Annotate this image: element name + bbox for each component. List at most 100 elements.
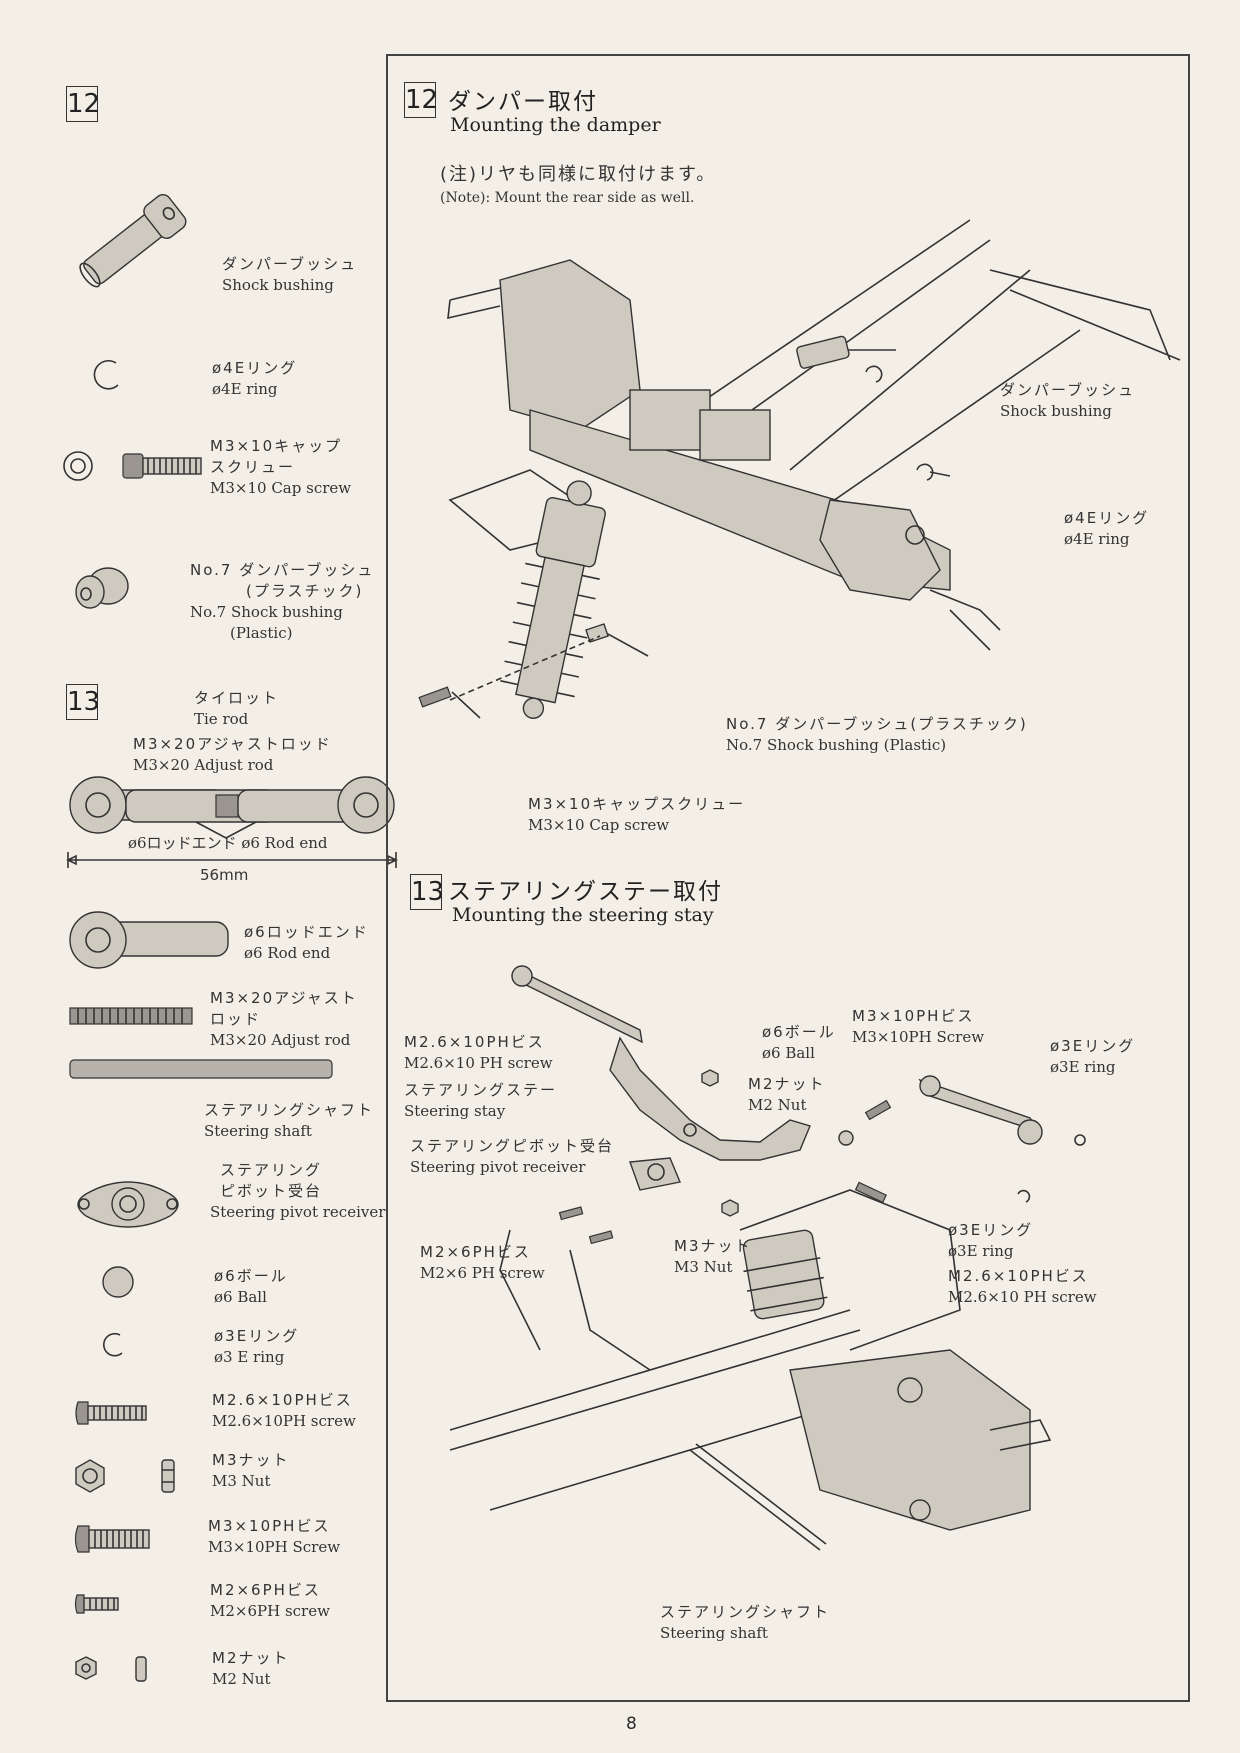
part-jp: M3×10PHビス — [208, 1517, 331, 1535]
part-jp: ø3Eリング — [214, 1327, 300, 1345]
shock-bushing-icon — [79, 194, 187, 288]
page-number: 8 — [626, 1714, 637, 1734]
callout-jp: M3×10PHビス — [852, 1007, 975, 1025]
part-en: ø3 E ring — [214, 1348, 285, 1366]
callout-jp: ø3Eリング — [948, 1221, 1034, 1239]
nut-icon — [75, 1459, 175, 1493]
part-jp: M3×20アジャスト — [210, 989, 358, 1007]
steering-shaft-icon — [69, 1059, 333, 1079]
part-ph-screw-small-label: M2×6PHビス M2×6PH screw — [210, 1580, 330, 1622]
callout-m26-screw-2: M2.6×10PHビス M2.6×10 PH screw — [948, 1266, 1097, 1308]
damper-assembly-diagram — [418, 219, 1181, 719]
part-jp: ø4Eリング — [212, 359, 298, 377]
callout-jp: ダンパーブッシュ — [1000, 381, 1136, 399]
part-jp: M2ナット — [212, 1649, 290, 1667]
callout-en: Steering shaft — [660, 1624, 768, 1642]
part-en-2: (Plastic) — [230, 624, 293, 642]
callout-en: No.7 Shock bushing (Plastic) — [726, 736, 947, 754]
part-ph-screw-label: M2.6×10PHビス M2.6×10PH screw — [212, 1390, 356, 1432]
callout-en: Steering stay — [404, 1102, 506, 1120]
part-jp-2: (プラスチック) — [246, 582, 364, 600]
step-13-number: 13 — [66, 684, 100, 720]
callout-jp: ステアリングピボット受台 — [410, 1137, 615, 1155]
part-jp-2: スクリュー — [210, 458, 296, 476]
step12-note-en: (Note): Mount the rear side as well. — [440, 190, 695, 206]
callout-jp: M2.6×10PHビス — [404, 1033, 545, 1051]
rod-end-dimension-label: ø6ロッドエンド ø6 Rod end — [128, 834, 328, 852]
part-en: M3 Nut — [212, 1472, 271, 1490]
assembly-frame — [386, 54, 1190, 1702]
pivot-receiver-icon — [77, 1181, 179, 1228]
tie-rod-label: タイロット Tie rod — [194, 688, 279, 730]
part-en: No.7 Shock bushing — [190, 603, 343, 621]
adjust-rod-en: M3×20 Adjust rod — [133, 756, 274, 774]
part-en: M3×10 Cap screw — [210, 479, 352, 497]
step13-title-jp: ステアリングステー取付 — [448, 879, 723, 905]
adjust-rod-label: M3×20アジャストロッド M3×20 Adjust rod — [133, 734, 332, 776]
rod-end-icon — [69, 911, 229, 969]
callout-en: M2.6×10 PH screw — [948, 1288, 1097, 1306]
callout-cap-screw: M3×10キャップスクリュー M3×10 Cap screw — [528, 794, 745, 836]
part-jp: M3×10キャップ — [210, 437, 343, 455]
callout-jp: ø4Eリング — [1064, 509, 1150, 527]
callout-steering-stay: ステアリングステー Steering stay — [404, 1080, 557, 1122]
callout-en: M3×10 Cap screw — [528, 816, 670, 834]
part-jp: ø6ロッドエンド — [244, 923, 369, 941]
callout-m2-nut: M2ナット M2 Nut — [748, 1074, 826, 1116]
step12-number: 12 — [404, 82, 438, 118]
part-nut-small-label: M2ナット M2 Nut — [212, 1648, 290, 1690]
callout-en: M2.6×10 PH screw — [404, 1054, 553, 1072]
callout-no7-bushing: No.7 ダンパーブッシュ(プラスチック) No.7 Shock bushing… — [726, 714, 1028, 756]
part-en: M3×10PH Screw — [208, 1538, 341, 1556]
tie-rod-en: Tie rod — [194, 710, 249, 728]
part-jp: ステアリングシャフト — [204, 1101, 375, 1119]
callout-jp: No.7 ダンパーブッシュ(プラスチック) — [726, 715, 1028, 733]
part-jp: M3ナット — [212, 1451, 290, 1469]
part-jp: M2.6×10PHビス — [212, 1391, 353, 1409]
tie-rod-icon — [66, 776, 398, 868]
part-steering-shaft-label: ステアリングシャフト Steering shaft — [204, 1100, 374, 1142]
callout-en: ø6 Ball — [762, 1044, 815, 1062]
part-adjust-rod-label: M3×20アジャスト ロッド M3×20 Adjust rod — [210, 988, 358, 1051]
callout-en: M3 Nut — [674, 1258, 733, 1276]
cap-screw-icon — [63, 451, 202, 481]
plastic-bushing-icon — [75, 567, 129, 609]
callout-jp: M2ナット — [748, 1075, 826, 1093]
part-en: M3×20 Adjust rod — [210, 1031, 351, 1049]
part-nut-label: M3ナット M3 Nut — [212, 1450, 290, 1492]
e-ring-small-icon — [103, 1332, 123, 1357]
callout-jp: M2.6×10PHビス — [948, 1267, 1089, 1285]
part-rod-end-label: ø6ロッドエンド ø6 Rod end — [244, 922, 369, 964]
part-shock-bushing-label: ダンパーブッシュ Shock bushing — [222, 254, 357, 296]
callout-en: Steering pivot receiver — [410, 1158, 586, 1176]
tie-rod-jp: タイロット — [194, 689, 280, 707]
callout-m2-screw: M2×6PHビス M2×6 PH screw — [420, 1242, 545, 1284]
part-en: Steering shaft — [204, 1122, 312, 1140]
callout-ball: ø6ボール ø6 Ball — [762, 1022, 836, 1064]
callout-jp: M3×10キャップスクリュー — [528, 795, 746, 813]
part-en: Shock bushing — [222, 276, 334, 294]
adjust-rod-icon — [69, 1007, 193, 1025]
adjust-rod-jp: M3×20アジャストロッド — [133, 735, 332, 753]
ph-screw-m3-icon — [74, 1525, 150, 1553]
callout-en: Shock bushing — [1000, 402, 1112, 420]
callout-jp: ø3Eリング — [1050, 1037, 1136, 1055]
step12-title-en: Mounting the damper — [450, 114, 661, 136]
callout-4e-ring: ø4Eリング ø4E ring — [1064, 508, 1149, 550]
part-ph-screw-m3-label: M3×10PHビス M3×10PH Screw — [208, 1516, 340, 1558]
step12-note-jp: (注)リヤも同様に取付けます。 — [440, 164, 717, 185]
ph-screw-small-icon — [74, 1594, 119, 1614]
tie-rod-length: 56mm — [200, 866, 249, 884]
ph-screw-icon — [75, 1401, 147, 1425]
step12-title-jp: ダンパー取付 — [448, 89, 598, 115]
callout-en: ø3E ring — [1050, 1058, 1116, 1076]
callout-pivot-receiver: ステアリングピボット受台 Steering pivot receiver — [410, 1136, 614, 1178]
callout-jp: ステアリングステー — [404, 1081, 558, 1099]
part-e-ring-small-label: ø3Eリング ø3 E ring — [214, 1326, 299, 1368]
step13-number: 13 — [410, 874, 444, 910]
callout-jp: M3ナット — [674, 1237, 752, 1255]
part-jp: ダンパーブッシュ — [222, 255, 358, 273]
nut-small-icon — [75, 1656, 147, 1682]
part-jp-2: ピボット受台 — [220, 1182, 323, 1200]
part-en: ø6 Rod end — [244, 944, 331, 962]
